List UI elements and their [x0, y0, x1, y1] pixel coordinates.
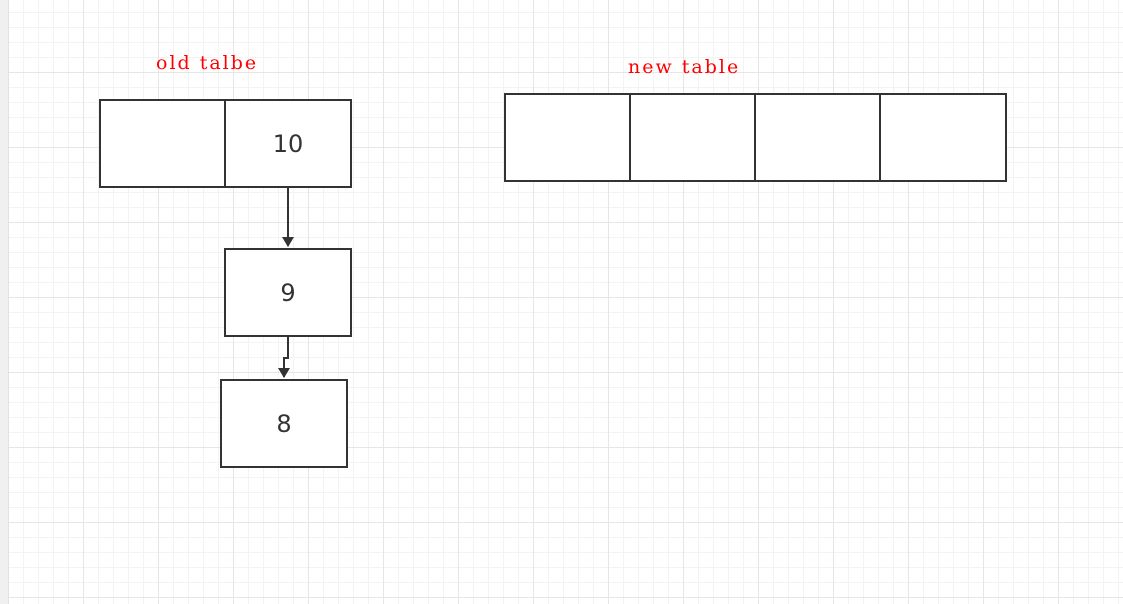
new-table-cell-2	[754, 93, 881, 182]
old-table-cell-0	[99, 99, 226, 188]
chain-node-9-value: 9	[280, 278, 296, 307]
new-table-label: new table	[628, 56, 741, 78]
new-table-cell-3	[879, 93, 1007, 182]
old-table-cell-1: 10	[224, 99, 352, 188]
new-table-cell-0	[504, 93, 631, 182]
arrow-9-to-8	[278, 337, 290, 378]
old-table-label: old talbe	[156, 52, 259, 74]
chain-node-8: 8	[220, 379, 348, 468]
chain-node-9: 9	[224, 248, 352, 337]
canvas-left-edge	[0, 0, 9, 604]
new-table-cell-1	[629, 93, 756, 182]
chain-node-8-value: 8	[276, 409, 292, 438]
old-table-cell-1-value: 10	[272, 129, 304, 158]
